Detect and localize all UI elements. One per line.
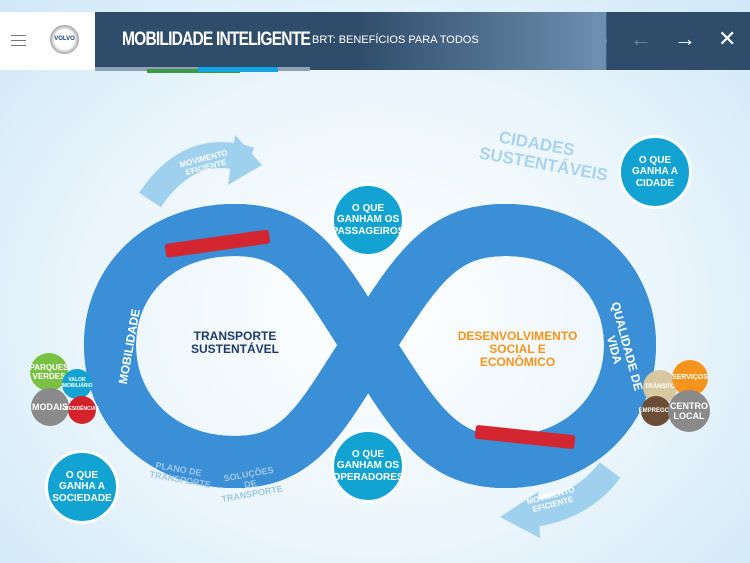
bus-bottom bbox=[474, 425, 576, 449]
close-icon[interactable]: ✕ bbox=[718, 26, 737, 51]
top-arrow-head bbox=[228, 135, 262, 185]
left-loop-label: TRANSPORTE SUSTENTÁVEL bbox=[190, 329, 279, 357]
bus-top bbox=[164, 229, 271, 258]
title-bar bbox=[95, 12, 750, 70]
valor-bubble: VALOR IMOBILIÁRIO bbox=[61, 369, 93, 399]
volvo-logo: VOLVO bbox=[50, 25, 79, 54]
progress-green bbox=[147, 69, 240, 73]
page-subtitle: BRT: BENEFÍCIOS PARA TODOS bbox=[312, 34, 479, 46]
centro-bubble: CENTRO LOCAL bbox=[668, 390, 710, 432]
hamburger-icon[interactable] bbox=[11, 35, 26, 46]
residencias-bubble: RESIDÊNCIAS bbox=[65, 396, 99, 424]
servicos-bubble: SERVIÇOS bbox=[672, 360, 708, 396]
empregos-bubble: EMPREGOS bbox=[639, 396, 673, 426]
modais-bubble: MODAIS bbox=[31, 388, 69, 426]
sociedade-button[interactable]: O QUE GANHA A SOCIEDADE bbox=[45, 450, 119, 524]
progress-blue bbox=[198, 67, 278, 72]
right-loop-label: DESENVOLVIMENTO SOCIAL E ECONÔMICO bbox=[457, 329, 578, 370]
cidade-button[interactable]: O QUE GANHA A CIDADE bbox=[618, 135, 692, 209]
bottom-arrow-head bbox=[500, 492, 540, 538]
header: VOLVO MOBILIDADE INTELIGENTE BRT: BENEFÍ… bbox=[0, 12, 750, 73]
passageiros-button[interactable]: O QUE GANHAM OS PASSAGEIROS bbox=[331, 183, 405, 257]
operadores-button[interactable]: O QUE GANHAM OS OPERADORES bbox=[331, 429, 405, 503]
arrow-left-icon[interactable]: ← bbox=[630, 26, 652, 51]
arrow-right-icon[interactable]: → bbox=[674, 26, 696, 51]
parques-bubble: PARQUES VERDES bbox=[30, 353, 68, 391]
page-title: MOBILIDADE INTELIGENTE bbox=[122, 29, 311, 50]
header-left bbox=[0, 12, 95, 70]
